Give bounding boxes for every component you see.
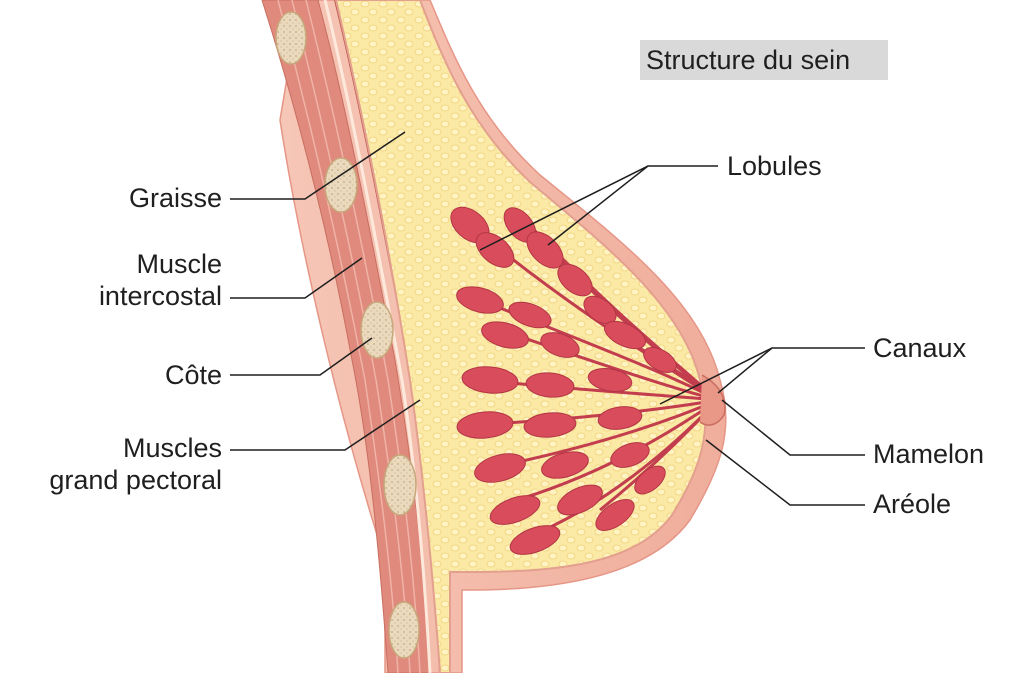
leader-cote [230, 337, 373, 376]
ribs [275, 11, 420, 659]
lobule [540, 332, 580, 358]
leader-mamelon [721, 399, 865, 456]
rib [360, 301, 394, 359]
lobule [489, 495, 541, 525]
lobule [604, 320, 646, 350]
rib [383, 454, 417, 516]
lobule [634, 465, 666, 495]
leader-areole [705, 439, 865, 506]
lobule [557, 263, 593, 297]
label-areole: Aréole [873, 489, 952, 519]
leader-muscle-intercostal [230, 257, 363, 299]
label-cote: Côte [164, 360, 222, 390]
leader-lobules-2 [547, 165, 649, 246]
lobule [508, 301, 552, 329]
lobule [583, 295, 617, 325]
lobule [474, 453, 526, 483]
lobule [523, 412, 577, 438]
lobule [557, 484, 603, 516]
diagram-title-box: Structure du sein [640, 40, 888, 80]
lobule [541, 451, 589, 479]
lobule [610, 442, 650, 468]
label-muscles-grand-pectoral: Muscles grand pectoral [49, 433, 222, 495]
lobule [456, 411, 514, 439]
label-graisse: Graisse [128, 183, 222, 213]
leader-muscles-pectoral [230, 399, 421, 451]
leader-lines [230, 131, 865, 506]
leader-graisse [230, 131, 406, 200]
label-mamelon: Mamelon [873, 439, 985, 469]
lobule [456, 286, 504, 314]
lobule [595, 498, 635, 532]
lobule [481, 321, 529, 349]
lobule [525, 372, 575, 398]
lobule [509, 525, 561, 555]
label-muscle-intercostal: Muscle intercostal [98, 249, 222, 311]
lobule [587, 368, 633, 392]
nipple [699, 374, 726, 426]
label-lobules: Lobules [727, 151, 822, 181]
lobule [461, 366, 519, 394]
leader-canaux-2 [717, 347, 773, 394]
lobule [597, 406, 643, 430]
rib [275, 11, 307, 65]
label-canaux: Canaux [873, 333, 967, 363]
lobule [475, 232, 515, 268]
diagram-title: Structure du sein [646, 45, 851, 75]
rib [388, 601, 420, 659]
rib [324, 157, 358, 213]
lobules-group [450, 206, 720, 555]
lobule [643, 347, 677, 373]
